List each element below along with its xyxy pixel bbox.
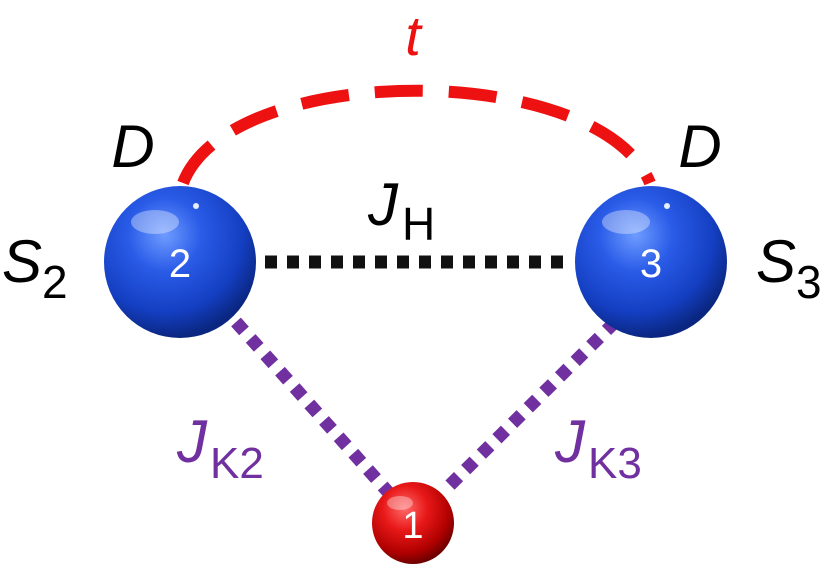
heisenberg-label: J H [367, 171, 435, 250]
spin-label-left-sub: 2 [42, 256, 68, 308]
site-2: 2 [104, 186, 256, 338]
kondo-label-right-base: J [554, 408, 586, 475]
site-3-label: 3 [640, 242, 662, 286]
spin-label-left-base: S [2, 228, 42, 295]
kondo-bond-right [438, 317, 620, 497]
spin-label-left: S 2 [2, 228, 68, 308]
anisotropy-label-right: D [678, 113, 721, 180]
kondo-label-left: J K2 [176, 408, 264, 488]
spin-label-right: S 3 [756, 228, 822, 308]
site-1-sphere [372, 482, 454, 564]
site-2-sphere [104, 186, 256, 338]
site-3: 3 [575, 186, 727, 338]
heisenberg-label-sub: H [402, 198, 435, 250]
kondo-label-right: J K3 [554, 408, 642, 488]
spin-label-right-sub: 3 [796, 256, 822, 308]
anisotropy-label-left: D [111, 113, 154, 180]
spin-label-right-base: S [756, 228, 796, 295]
hopping-arc [177, 84, 656, 186]
site-1-label: 1 [402, 505, 423, 547]
kondo-label-right-sub: K3 [588, 439, 642, 488]
hopping-label: t [405, 4, 423, 67]
kondo-label-left-sub: K2 [210, 439, 264, 488]
site-1: 1 [372, 482, 454, 564]
kondo-label-left-base: J [176, 408, 208, 475]
kondo-bond-left [231, 317, 393, 497]
site-3-sphere [575, 186, 727, 338]
heisenberg-label-base: J [367, 171, 399, 238]
site-2-label: 2 [169, 242, 191, 286]
